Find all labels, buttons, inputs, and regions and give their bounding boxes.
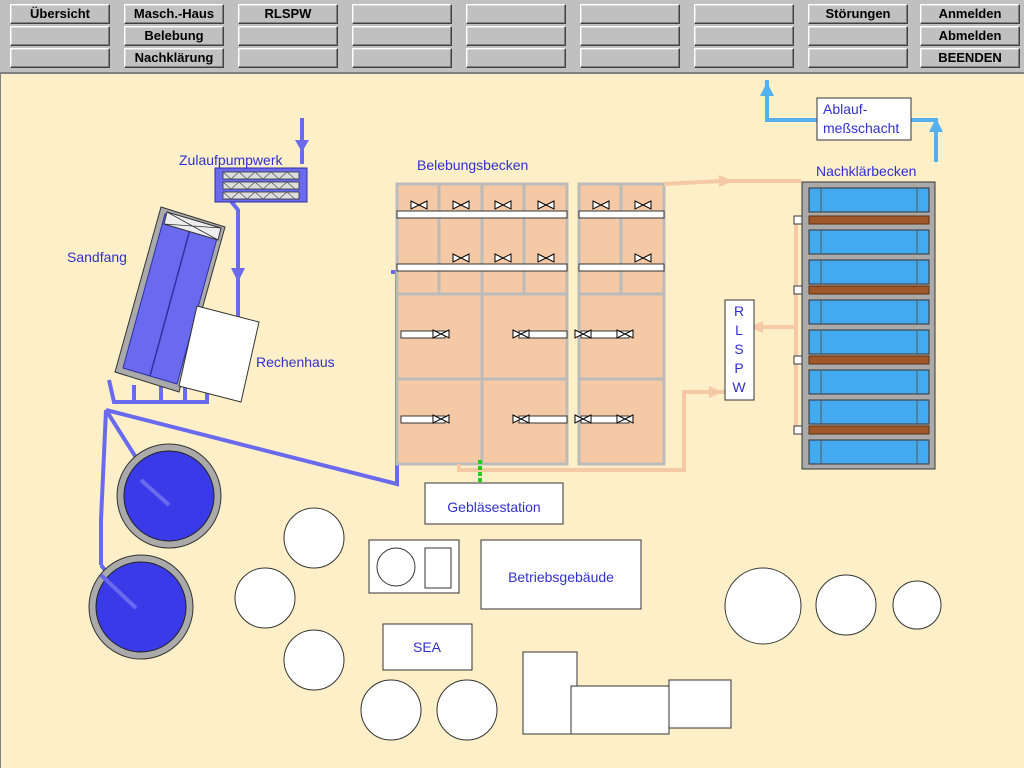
empty-button-8-3[interactable] [808,48,908,68]
grit-chamber[interactable] [114,206,226,393]
empty-button-7-3[interactable] [694,48,794,68]
empty-button-1-2[interactable] [10,26,110,46]
rlspw-button[interactable]: RLSPW [238,4,338,24]
effluent-measuring-shaft[interactable]: Ablauf- meßschacht [816,97,912,141]
sea-building[interactable]: SEA [382,623,473,671]
inlet-pumping-station-label: Zulaufpumpwerk [179,152,283,168]
rlspw-letter-p: P [734,360,743,376]
empty-button-6-3[interactable] [580,48,680,68]
empty-button-8-2[interactable] [808,26,908,46]
sea-label: SEA [413,639,442,655]
flow-arrow-nachklaer-icon [719,175,733,187]
inlet-pumping-station[interactable] [214,167,308,203]
storage-tank-3[interactable] [892,580,942,630]
aeration-button[interactable]: Belebung [124,26,224,46]
secondary-clarifiers-label: Nachklärbecken [816,163,916,179]
auxiliary-building[interactable] [368,539,460,594]
empty-button-5-3[interactable] [466,48,566,68]
empty-button-5-2[interactable] [466,26,566,46]
empty-button-1-3[interactable] [10,48,110,68]
digester-tank-1[interactable] [283,507,345,569]
machine-house-button[interactable]: Masch.-Haus [124,4,224,24]
aeration-tanks[interactable] [395,182,666,466]
empty-button-7-2[interactable] [694,26,794,46]
rlspw-letter-s: S [734,341,743,357]
digester-tank-4[interactable] [360,679,422,741]
outflow-arrow-2-icon [760,82,774,96]
rlspw-letter-l: L [735,322,743,338]
flow-arrow-rlspw-out-icon [709,386,723,398]
primary-tank-2[interactable] [88,554,194,660]
rlspw-letter-r: R [734,303,744,319]
empty-button-4-2[interactable] [352,26,452,46]
plant-overview-canvas: Zulaufpumpwerk Sandfang Rechenhaus [0,74,1024,768]
inflow-arrow-sandfang-icon [231,268,245,282]
empty-button-3-3[interactable] [238,48,338,68]
flow-arrow-rlspw-in-icon [749,321,763,333]
faults-button[interactable]: Störungen [808,4,908,24]
grit-chamber-label: Sandfang [67,249,127,265]
storage-tank-2[interactable] [815,574,877,636]
screen-house-label: Rechenhaus [256,354,335,370]
logout-button[interactable]: Abmelden [920,26,1020,46]
digester-tank-5[interactable] [436,679,498,741]
outflow-arrow-1-icon [929,118,943,132]
operations-building[interactable]: Betriebsgebäude [480,539,642,610]
empty-button-3-2[interactable] [238,26,338,46]
toolbar: Übersicht Masch.-Haus Belebung Nachkläru… [0,0,1024,74]
blower-station[interactable]: Gebläsestation [424,482,564,525]
storage-tank-1[interactable] [724,567,802,645]
digester-tank-2[interactable] [234,567,296,629]
blower-station-label: Gebläsestation [447,499,540,515]
empty-button-4-1[interactable] [352,4,452,24]
empty-button-4-3[interactable] [352,48,452,68]
aeration-tanks-label: Belebungsbecken [417,157,528,173]
login-button[interactable]: Anmelden [920,4,1020,24]
secondary-clarifiers[interactable] [793,181,936,470]
screen-house[interactable] [178,305,260,403]
digester-tank-3[interactable] [283,629,345,691]
sludge-treatment-building[interactable] [522,651,732,735]
secondary-clarifier-button[interactable]: Nachklärung [124,48,224,68]
empty-button-5-1[interactable] [466,4,566,24]
inflow-arrow-top-icon [295,140,309,152]
rlspw-station[interactable]: R L S P W [724,299,755,401]
effluent-shaft-label-1: Ablauf- [823,101,868,117]
empty-button-6-2[interactable] [580,26,680,46]
rlspw-letter-w: W [732,379,746,395]
empty-button-6-1[interactable] [580,4,680,24]
exit-button[interactable]: BEENDEN [920,48,1020,68]
empty-button-7-1[interactable] [694,4,794,24]
overview-button[interactable]: Übersicht [10,4,110,24]
primary-tank-1[interactable] [116,443,222,549]
effluent-shaft-label-2: meßschacht [823,120,899,136]
operations-building-label: Betriebsgebäude [508,569,614,585]
